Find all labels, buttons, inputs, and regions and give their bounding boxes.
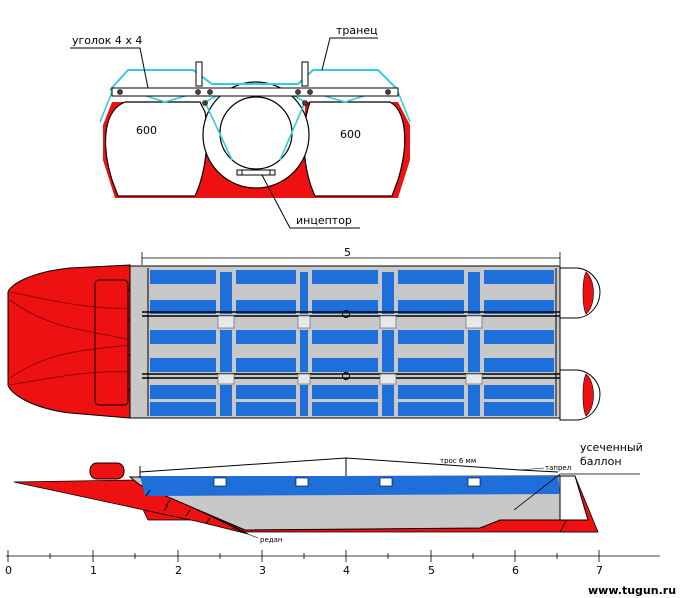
label-interceptor: инцептор (296, 214, 352, 227)
bow-cabin (94, 279, 129, 406)
leader-truncated (513, 473, 640, 511)
plan-view: 5 (7, 246, 601, 421)
side-view: трос 6 мм тапрел усеченный баллон редан (13, 441, 643, 544)
ruler-3: 3 (259, 564, 266, 577)
ruler-4: 4 (343, 564, 350, 577)
ruler-0: 0 (5, 564, 12, 577)
label-length: 5 (344, 246, 351, 259)
label-angle: уголок 4 х 4 (72, 34, 142, 47)
leader-transom (321, 37, 378, 71)
label-transom: транец (336, 24, 378, 37)
ruler-6: 6 (512, 564, 519, 577)
ruler-7: 7 (596, 564, 603, 577)
side-deck-blue (140, 476, 560, 496)
ruler-2: 2 (175, 564, 182, 577)
label-float-left: 600 (136, 124, 157, 137)
label-truncated-1: усеченный (580, 441, 643, 454)
rear-float-bottom (559, 369, 601, 421)
frame-top (109, 69, 399, 91)
left-float (105, 101, 208, 197)
label-cable: трос 6 мм (440, 457, 476, 465)
label-step: редан (260, 536, 282, 544)
leader-interceptor (261, 174, 360, 229)
interceptor-plate (236, 169, 276, 176)
bow-red (7, 264, 131, 419)
rear-float-top (559, 267, 601, 319)
angle-bar (111, 87, 399, 97)
deck-panels (150, 270, 554, 416)
watermark: www.tugun.ru (588, 584, 676, 597)
leader-angle (70, 47, 149, 89)
cross-section: 600 600 уголок 4 х 4 транец инцептор (70, 24, 411, 229)
side-cabin (89, 462, 125, 480)
label-truncated-2: баллон (580, 455, 622, 468)
ruler-1: 1 (90, 564, 97, 577)
label-tender: тапрел (545, 464, 571, 472)
ruler: 0 1 2 3 4 5 6 7 (5, 550, 660, 577)
label-float-right: 600 (340, 128, 361, 141)
ruler-5: 5 (428, 564, 435, 577)
right-float (303, 101, 406, 197)
cable (139, 457, 559, 473)
